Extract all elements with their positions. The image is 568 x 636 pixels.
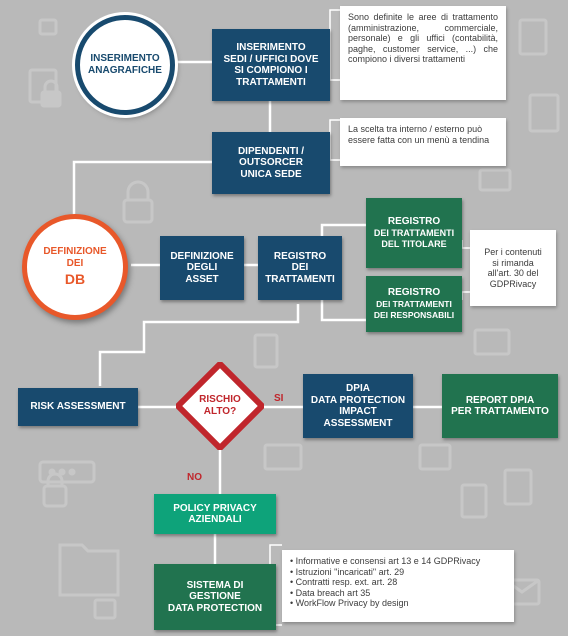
rischio-alto-label: RISCHIO ALTO? (199, 394, 241, 417)
dipendenti-box: DIPENDENTI / OUTSORCER UNICA SEDE (212, 132, 330, 194)
registro-responsabili-title: REGISTRO (387, 287, 441, 299)
dipendenti-label: DIPENDENTI / OUTSORCER UNICA SEDE (237, 145, 305, 180)
registro-responsabili-box: REGISTRO DEI TRATTAMENTI DEI RESPONSABIL… (366, 276, 462, 332)
risk-assessment-label: RISK ASSESSMENT (30, 401, 126, 413)
list-item: • Contratti resp. ext. art. 28 (290, 577, 398, 587)
sistema-gestione-box: SISTEMA DI GESTIONE DATA PROTECTION (154, 564, 276, 630)
rimanda-note-text: Per i contenuti si rimanda all'art. 30 d… (484, 247, 542, 289)
dpia-label: DPIA DATA PROTECTION IMPACT ASSESSMENT (310, 383, 406, 429)
list-item: • Istruzioni "incaricati" art. 29 (290, 566, 405, 577)
policy-privacy-box: POLICY PRIVACY AZIENDALI (154, 494, 276, 534)
rischio-alto-decision: RISCHIO ALTO? (176, 362, 264, 450)
definizione-db-line1: DEFINIZIONE (43, 246, 107, 257)
si-label: SI (274, 393, 284, 404)
aree-note-text: Sono definite le aree di trattamento (am… (348, 12, 498, 64)
registro-trattamenti-label: REGISTRO DEI TRATTAMENTI (265, 250, 335, 285)
inserimento-sedi-label: INSERIMENTO SEDI / UFFICI DOVE SI COMPIO… (223, 42, 319, 88)
sistema-note-list: • Informative e consensi art 13 e 14 GDP… (290, 556, 506, 609)
definizione-db-line3: DB (64, 271, 86, 287)
definizione-db-node: DEFINIZIONE DEI DB (22, 214, 128, 320)
report-dpia-label: REPORT DPIA PER TRATTAMENTO (451, 394, 549, 418)
sistema-note: • Informative e consensi art 13 e 14 GDP… (282, 550, 514, 622)
decision-diamond-shape (176, 362, 264, 450)
aree-note: Sono definite le aree di trattamento (am… (340, 6, 506, 100)
list-item: • WorkFlow Privacy by design (290, 598, 409, 608)
list-item: • Data breach art 35 (290, 587, 371, 598)
scelta-note: La scelta tra interno / esterno può esse… (340, 118, 506, 166)
registro-responsabili-sub: DEI TRATTAMENTI DEI RESPONSABILI (373, 298, 455, 320)
inserimento-anagrafiche-label: INSERIMENTO ANAGRAFICHE (88, 53, 162, 76)
policy-privacy-label: POLICY PRIVACY AZIENDALI (173, 502, 257, 526)
dpia-box: DPIA DATA PROTECTION IMPACT ASSESSMENT (303, 374, 413, 438)
list-item: • Informative e consensi art 13 e 14 GDP… (290, 556, 481, 566)
definizione-db-line2: DEI (66, 258, 84, 269)
inserimento-sedi-box: INSERIMENTO SEDI / UFFICI DOVE SI COMPIO… (212, 29, 330, 101)
registro-trattamenti-box: REGISTRO DEI TRATTAMENTI (258, 236, 342, 300)
registro-titolare-title: REGISTRO (387, 216, 441, 228)
registro-titolare-box: REGISTRO DEI TRATTAMENTI DEL TITOLARE (366, 198, 462, 268)
no-label: NO (187, 472, 202, 483)
scelta-note-text: La scelta tra interno / esterno può esse… (348, 124, 490, 145)
registro-titolare-sub: DEI TRATTAMENTI DEL TITOLARE (373, 227, 455, 249)
sistema-gestione-label: SISTEMA DI GESTIONE DATA PROTECTION (167, 579, 263, 614)
risk-assessment-box: RISK ASSESSMENT (18, 388, 138, 426)
rimanda-note: Per i contenuti si rimanda all'art. 30 d… (470, 230, 556, 306)
definizione-asset-label: DEFINIZIONE DEGLI ASSET (170, 250, 234, 285)
report-dpia-box: REPORT DPIA PER TRATTAMENTO (442, 374, 558, 438)
inserimento-anagrafiche-node: INSERIMENTO ANAGRAFICHE (75, 15, 175, 115)
definizione-asset-box: DEFINIZIONE DEGLI ASSET (160, 236, 244, 300)
